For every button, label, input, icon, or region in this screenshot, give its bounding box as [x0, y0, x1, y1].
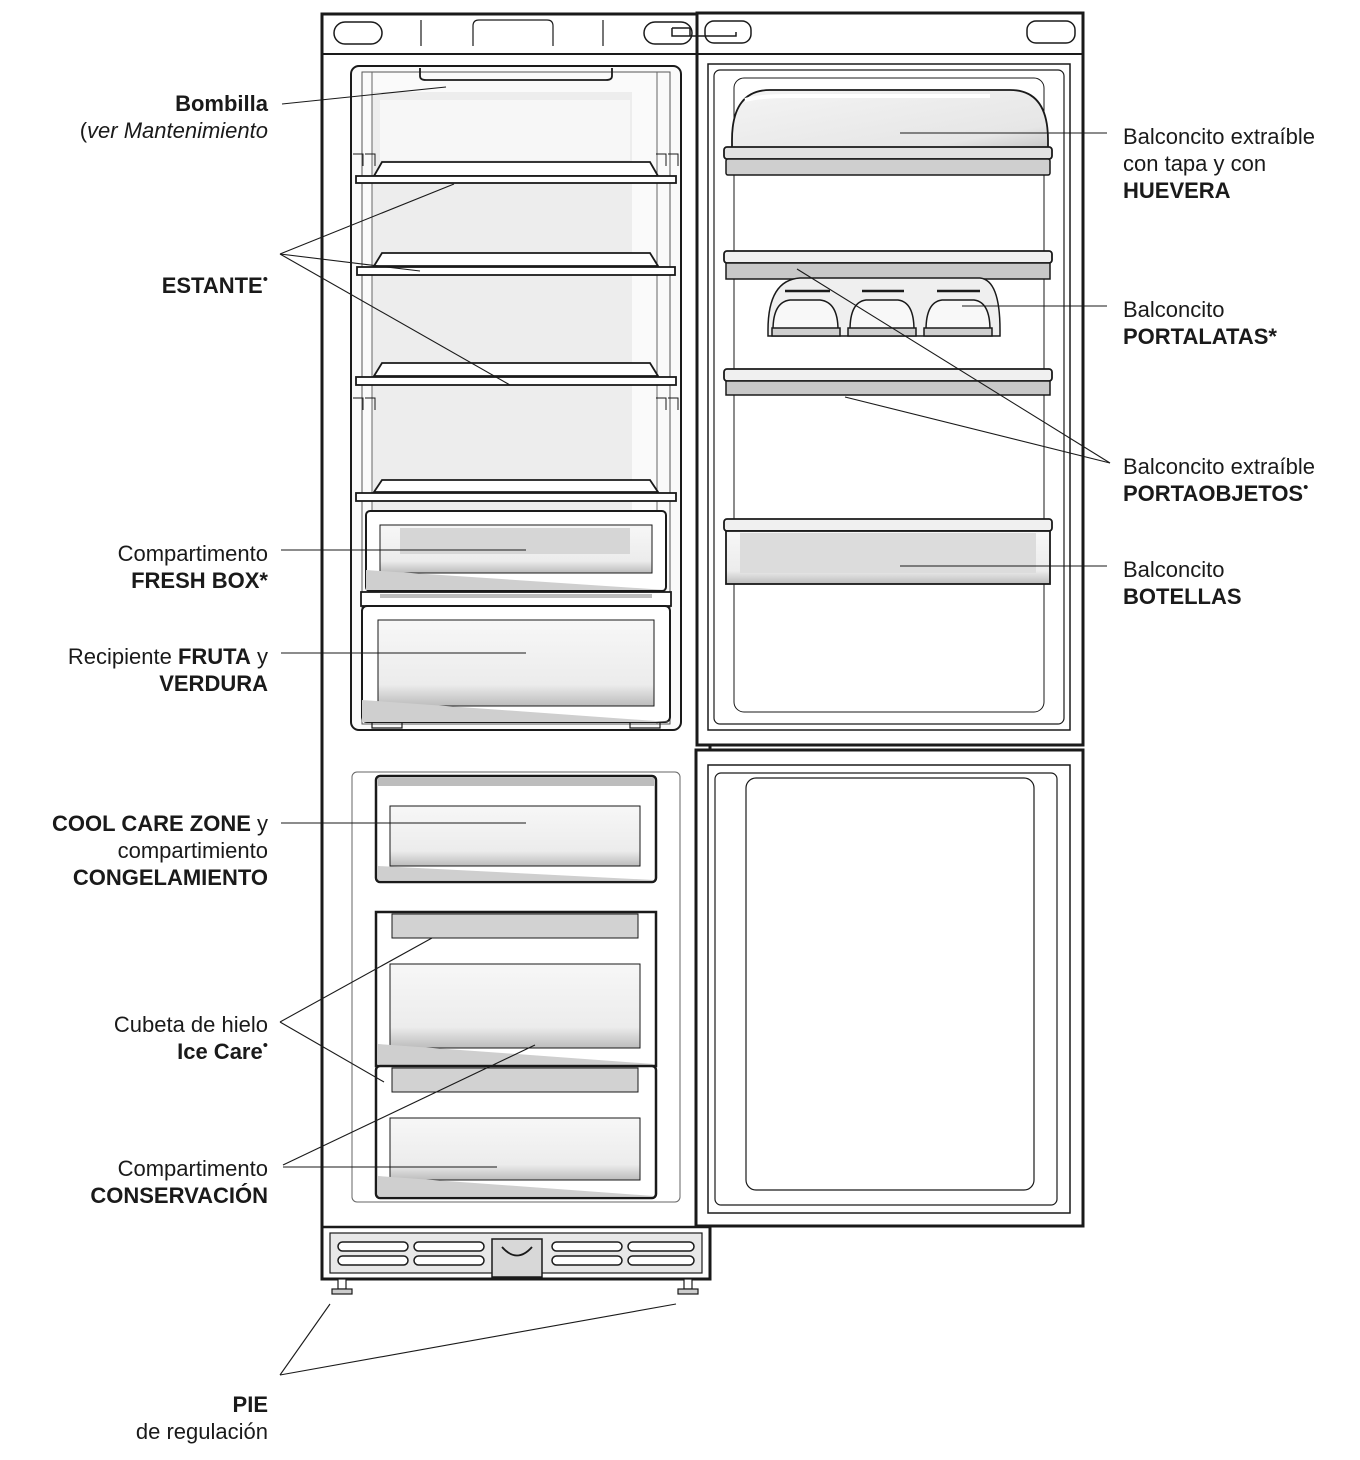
huevera-title: HUEVERA	[1123, 178, 1231, 203]
fruta-post: y	[250, 644, 268, 669]
label-fruta-verdura: Recipiente FRUTA y VERDURA	[68, 643, 268, 697]
fresh-box-drawer	[365, 510, 667, 592]
shelves	[355, 161, 677, 502]
botellas-title: BOTELLAS	[1123, 584, 1242, 609]
base-grille	[322, 1225, 710, 1278]
object-balcony-1	[723, 250, 1053, 280]
shelf-1	[355, 161, 677, 184]
label-bombilla: Bombilla (ver Mantenimiento	[80, 90, 268, 144]
conservacion-title: CONSERVACIÓN	[90, 1183, 268, 1208]
freezer-drawer-2	[374, 910, 658, 1068]
shelf-4	[355, 479, 677, 502]
freezer-drawer-1	[374, 774, 658, 884]
bombilla-paren: (	[79, 118, 88, 143]
fruta-title: FRUTA	[177, 644, 251, 669]
leader-lines	[279, 86, 1111, 1376]
huevera-line1: Balconcito extraíble	[1123, 124, 1315, 149]
adjustable-feet	[331, 1278, 699, 1295]
pie-title: PIE	[232, 1392, 268, 1417]
congelamiento-title: CONGELAMIENTO	[72, 865, 268, 890]
label-portaobjetos: Balconcito extraíble PORTAOBJETOS•	[1123, 453, 1315, 507]
huevera-line2: con tapa y con	[1123, 151, 1267, 176]
fruta-pre: Recipiente	[67, 644, 178, 669]
lower-door	[694, 748, 1085, 1228]
object-balcony-2	[723, 368, 1053, 396]
shelf-3	[355, 362, 677, 386]
label-ice-care: Cubeta de hielo Ice Care•	[114, 1011, 268, 1065]
label-botellas: Balconcito BOTELLAS	[1123, 556, 1242, 610]
label-estante: ESTANTE•	[161, 271, 268, 299]
label-conservacion: Compartimento CONSERVACIÓN	[90, 1155, 268, 1209]
can-holder	[767, 277, 1001, 337]
shelf-2	[356, 252, 676, 276]
fruit-vegetable-bin	[360, 591, 672, 729]
fresh-box-title: FRESH BOX*	[131, 568, 268, 593]
portalatas-title: PORTALATAS*	[1123, 324, 1277, 349]
freezer-drawer-3	[374, 1064, 658, 1200]
estante-title: ESTANTE	[161, 273, 263, 298]
label-pie: PIE de regulación	[136, 1391, 268, 1445]
portaobjetos-mark: •	[1303, 479, 1309, 496]
estante-mark: •	[262, 271, 268, 288]
cool-care-post: y	[250, 811, 268, 836]
bottle-balcony	[723, 518, 1053, 585]
ice-care-line1: Cubeta de hielo	[113, 1012, 268, 1037]
conservacion-line1: Compartimento	[117, 1156, 268, 1181]
freezer-interior	[351, 771, 681, 1203]
label-portalatas: Balconcito PORTALATAS*	[1123, 296, 1277, 350]
cool-care-title: COOL CARE ZONE	[52, 811, 251, 836]
verdura-title: VERDURA	[159, 671, 268, 696]
cool-care-line2: compartimiento	[117, 838, 268, 863]
pie-line2: de regulación	[135, 1419, 268, 1444]
fresh-box-line1: Compartimento	[117, 541, 268, 566]
ice-care-title: Ice Care	[177, 1039, 263, 1064]
bombilla-title: Bombilla	[175, 91, 268, 116]
portalatas-line1: Balconcito	[1123, 297, 1225, 322]
ice-care-mark: •	[262, 1037, 268, 1054]
portaobjetos-title: PORTAOBJETOS	[1123, 481, 1304, 506]
botellas-line1: Balconcito	[1123, 557, 1225, 582]
bombilla-note: ver Mantenimiento	[87, 118, 268, 143]
label-huevera: Balconcito extraíble con tapa y con HUEV…	[1123, 123, 1315, 204]
label-cool-care: COOL CARE ZONE y compartimiento CONGELAM…	[52, 810, 268, 891]
label-fresh-box: Compartimento FRESH BOX*	[118, 540, 268, 594]
portaobjetos-line1: Balconcito extraíble	[1123, 454, 1315, 479]
